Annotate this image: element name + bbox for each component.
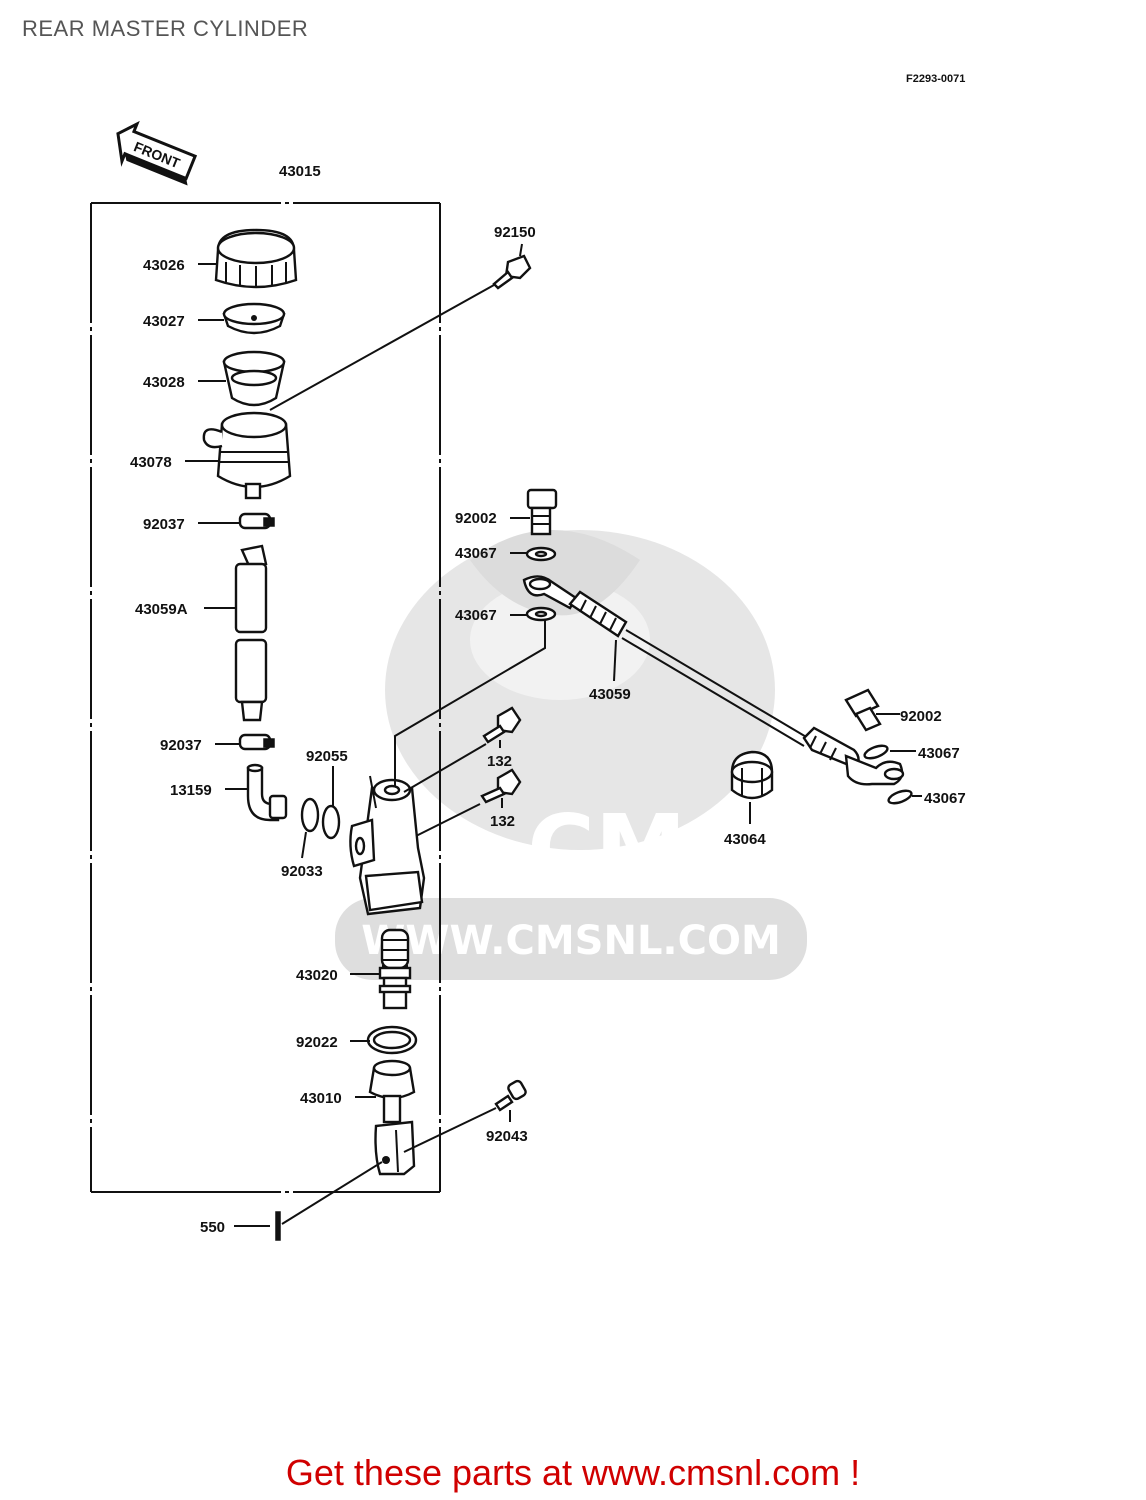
oring-92055 — [321, 804, 341, 840]
label-92002-lower: 92002 — [900, 708, 942, 725]
pushrod — [368, 1059, 416, 1176]
label-92037-bottom: 92037 — [160, 737, 202, 754]
banjo-bolt-upper — [526, 488, 558, 536]
label-43059: 43059 — [589, 686, 631, 703]
label-43028: 43028 — [143, 374, 185, 391]
oring-92033 — [300, 797, 320, 833]
hose-clamp-bottom — [238, 733, 275, 751]
label-43067-upper-a: 43067 — [455, 545, 497, 562]
label-92037-top: 92037 — [143, 516, 185, 533]
watermark: CMS WWW.CMSNL.COM — [335, 530, 807, 980]
cta-link[interactable]: Get these parts at www.cmsnl.com ! — [285, 1452, 861, 1493]
label-550: 550 — [200, 1219, 225, 1236]
label-43067-lower-a: 43067 — [918, 745, 960, 762]
front-arrow-icon: FRONT — [116, 120, 198, 186]
diagram-code: F2293-0071 — [906, 73, 965, 85]
bolt-92150 — [492, 254, 532, 290]
grommet — [730, 750, 774, 800]
label-43067-lower-b: 43067 — [924, 790, 966, 807]
reservoir-cap — [214, 228, 298, 289]
brake-hose — [522, 575, 905, 786]
pin-92043 — [494, 1079, 527, 1112]
label-43078: 43078 — [130, 454, 172, 471]
label-92022: 92022 — [296, 1034, 338, 1051]
label-92150: 92150 — [494, 224, 536, 241]
label-43026: 43026 — [143, 257, 185, 274]
label-43015: 43015 — [279, 163, 321, 180]
watermark-logo-text: CMS — [527, 795, 752, 902]
label-132-b: 132 — [490, 813, 515, 830]
label-43027: 43027 — [143, 313, 185, 330]
washer-upper-b-hole — [534, 610, 548, 618]
label-43059A: 43059A — [135, 601, 188, 618]
label-43064: 43064 — [724, 831, 766, 848]
hose-clamp-top — [238, 512, 275, 530]
label-92002-upper: 92002 — [455, 510, 497, 527]
page-title: REAR MASTER CYLINDER — [22, 16, 309, 41]
reservoir-hose — [234, 544, 268, 722]
label-43067-upper-b: 43067 — [455, 607, 497, 624]
washer-upper-a-hole — [534, 550, 548, 558]
spring — [378, 928, 412, 1010]
banjo-bolt-lower — [844, 688, 882, 732]
master-cylinder-body — [349, 775, 426, 916]
label-43010: 43010 — [300, 1090, 342, 1107]
washer-lower-b — [887, 789, 913, 805]
label-92055: 92055 — [306, 748, 348, 765]
label-92033: 92033 — [281, 863, 323, 880]
label-13159: 13159 — [170, 782, 212, 799]
label-132-a: 132 — [487, 753, 512, 770]
cotter-pin — [275, 1211, 281, 1241]
watermark-url-text: WWW.CMSNL.COM — [361, 918, 781, 964]
bolt-132-b — [480, 768, 522, 804]
reservoir-body — [202, 411, 292, 500]
bolt-132-a — [482, 706, 522, 744]
reservoir-plate — [222, 302, 286, 335]
circlip — [366, 1025, 418, 1055]
assembly-box — [90, 202, 441, 1193]
washer-lower-a — [863, 744, 889, 760]
reservoir-diaphragm — [222, 350, 286, 407]
label-43020: 43020 — [296, 967, 338, 984]
label-92043: 92043 — [486, 1128, 528, 1145]
elbow-fitting — [246, 763, 288, 822]
